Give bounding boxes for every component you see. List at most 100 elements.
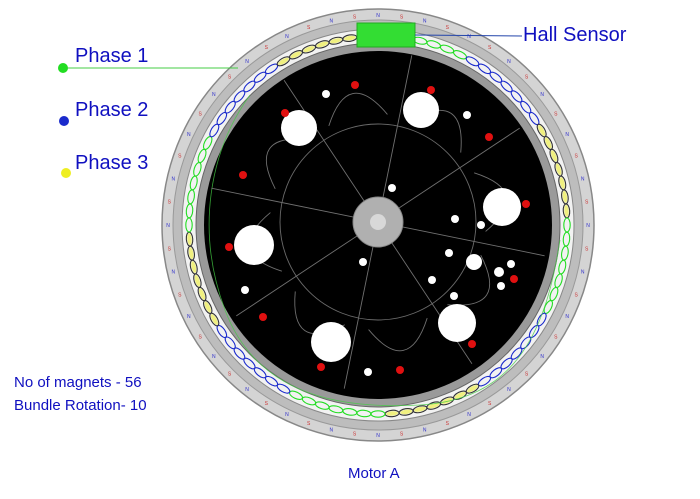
magnet-mark: N (285, 34, 289, 40)
bundle-rotation-label: Bundle Rotation- 10 (14, 397, 147, 414)
magnet-mark: S (554, 111, 558, 117)
hall-sensor-leader (414, 34, 523, 37)
magnet-mark: N (586, 223, 590, 229)
coil-windings (185, 32, 571, 418)
magnet-mark: S (585, 199, 589, 205)
motor-name-label: Motor A (348, 465, 400, 482)
pocket-outline (368, 318, 428, 352)
magnet-mark: S (168, 199, 172, 205)
magnet-mark: S (178, 292, 182, 298)
coil-fill (386, 411, 399, 416)
rotor-hole (364, 368, 372, 376)
coil-fill (555, 163, 562, 176)
magnet-mark: N (212, 92, 216, 98)
magnet-mark: S (228, 75, 232, 81)
magnet-mark: S (265, 401, 269, 407)
rotor-hole (497, 282, 505, 290)
magnet-mark: N (507, 387, 511, 393)
coil-fill (400, 409, 413, 415)
magnet-mark: N (565, 314, 569, 320)
spoke-line (391, 242, 473, 364)
spoke-line (382, 55, 413, 198)
magnet-mark: S (488, 45, 492, 51)
hub-center (370, 214, 386, 230)
magnet-mark: S (488, 401, 492, 407)
magnet-mark: N (581, 270, 585, 276)
magnet-mark: N (376, 13, 380, 19)
red-marker (239, 171, 247, 179)
rotor-holes (234, 90, 521, 376)
coil-fill (210, 314, 218, 325)
magnet-mark: N (467, 34, 471, 40)
red-marker (281, 109, 289, 117)
magnet-mark: N (467, 412, 471, 418)
magnet-mark: N (171, 176, 175, 182)
phase2-dot (59, 116, 69, 126)
magnet-mark: N (540, 354, 544, 360)
magnet-mark: N (166, 223, 170, 229)
coil-fill (538, 125, 546, 136)
spoke-line (236, 235, 358, 317)
rotor-hole (428, 276, 436, 284)
rotor-inner-circle (279, 123, 477, 321)
magnet-mark: N (245, 387, 249, 393)
spoke-line (211, 187, 354, 218)
magnet-mark: N (423, 18, 427, 24)
magnet-mark: S (307, 421, 311, 427)
coil-fill (414, 406, 426, 412)
coil-fill (427, 402, 440, 409)
magnet-mark: S (228, 371, 232, 377)
magnet-mark: N (187, 314, 191, 320)
rotor-hole (483, 188, 521, 226)
phase1-dot (58, 63, 68, 73)
coil-fill (204, 301, 211, 313)
rotor-hole (466, 254, 482, 270)
coil-fill (187, 233, 192, 246)
red-marker (485, 133, 493, 141)
magnet-mark: S (525, 75, 529, 81)
red-marker (259, 313, 267, 321)
rotor-hole (507, 260, 515, 268)
phase1-label: Phase 1 (75, 45, 149, 67)
magnet-mark: S (575, 292, 579, 298)
coil-fill (191, 261, 197, 273)
magnet-mark: N (540, 92, 544, 98)
rotor-hole (322, 90, 330, 98)
coil-fill (278, 57, 289, 65)
magnets-count-label: No of magnets - 56 (14, 374, 142, 391)
red-marker (522, 200, 530, 208)
phase3-dot (61, 168, 71, 178)
coil-fill (467, 385, 478, 393)
magnet-mark: N (285, 412, 289, 418)
coil-fill (562, 190, 568, 203)
red-marker (427, 86, 435, 94)
magnet-mark: S (400, 432, 404, 438)
coil-fill (303, 46, 315, 53)
rotor-hole (451, 215, 459, 223)
magnet-mark: N (329, 18, 333, 24)
coil-fill (564, 204, 569, 217)
phase2-label: Phase 2 (75, 99, 149, 121)
magnet-mark: N (423, 428, 427, 434)
magnet-mark: S (400, 14, 404, 20)
rotor-hole (494, 267, 504, 277)
rotor-hole (463, 111, 471, 119)
rotor-hole (438, 304, 476, 342)
coil-fill (199, 288, 206, 300)
magnet-mark: N (581, 176, 585, 182)
phase-trace (208, 94, 561, 407)
magnet-mark: S (554, 335, 558, 341)
magnet-mark: N (187, 132, 191, 138)
red-marker (468, 340, 476, 348)
red-marker (225, 243, 233, 251)
magnet-mark: N (329, 428, 333, 434)
magnet-mark: N (507, 59, 511, 65)
pocket-outline (328, 92, 388, 126)
rotor-hole (234, 225, 274, 265)
magnet-mark: S (265, 45, 269, 51)
coil-fill (550, 150, 557, 162)
rotor-hole (359, 258, 367, 266)
hall-sensor (356, 22, 416, 48)
